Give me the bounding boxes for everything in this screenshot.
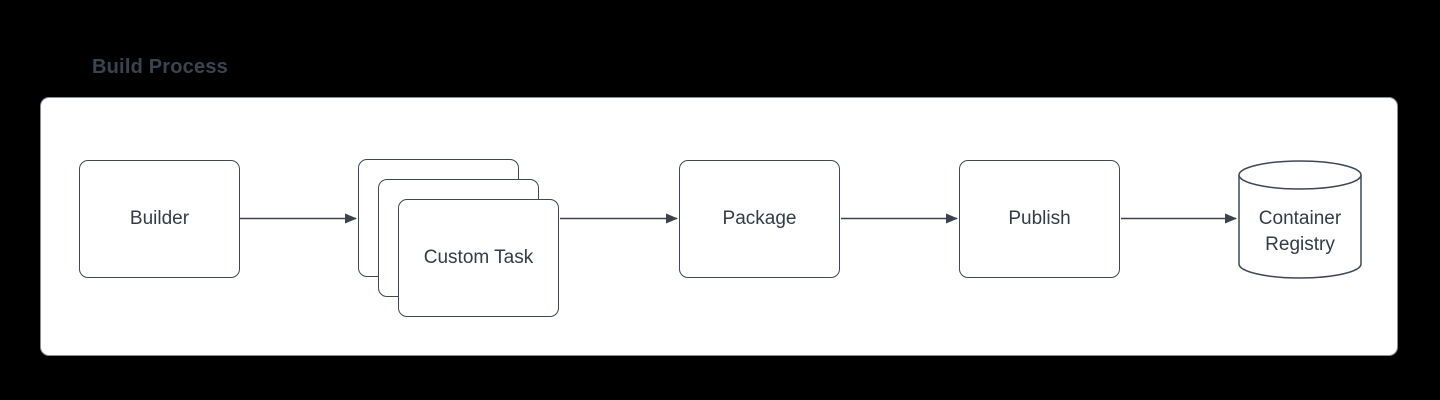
node-container-registry[interactable]: Container Registry: [1238, 160, 1362, 279]
node-container-registry-label: Container Registry: [1258, 207, 1342, 255]
node-package-label: Package: [722, 208, 797, 229]
diagram-title: Build Process: [92, 56, 228, 78]
node-custom-task[interactable]: Custom Task: [398, 199, 559, 317]
database-cylinder-icon: [1238, 160, 1362, 279]
node-publish-label: Publish: [1008, 208, 1071, 229]
node-package[interactable]: Package: [679, 160, 840, 278]
node-builder[interactable]: Builder: [79, 160, 240, 278]
node-custom-task-label: Custom Task: [423, 247, 534, 268]
node-builder-label: Builder: [129, 208, 190, 229]
node-publish[interactable]: Publish: [959, 160, 1120, 278]
